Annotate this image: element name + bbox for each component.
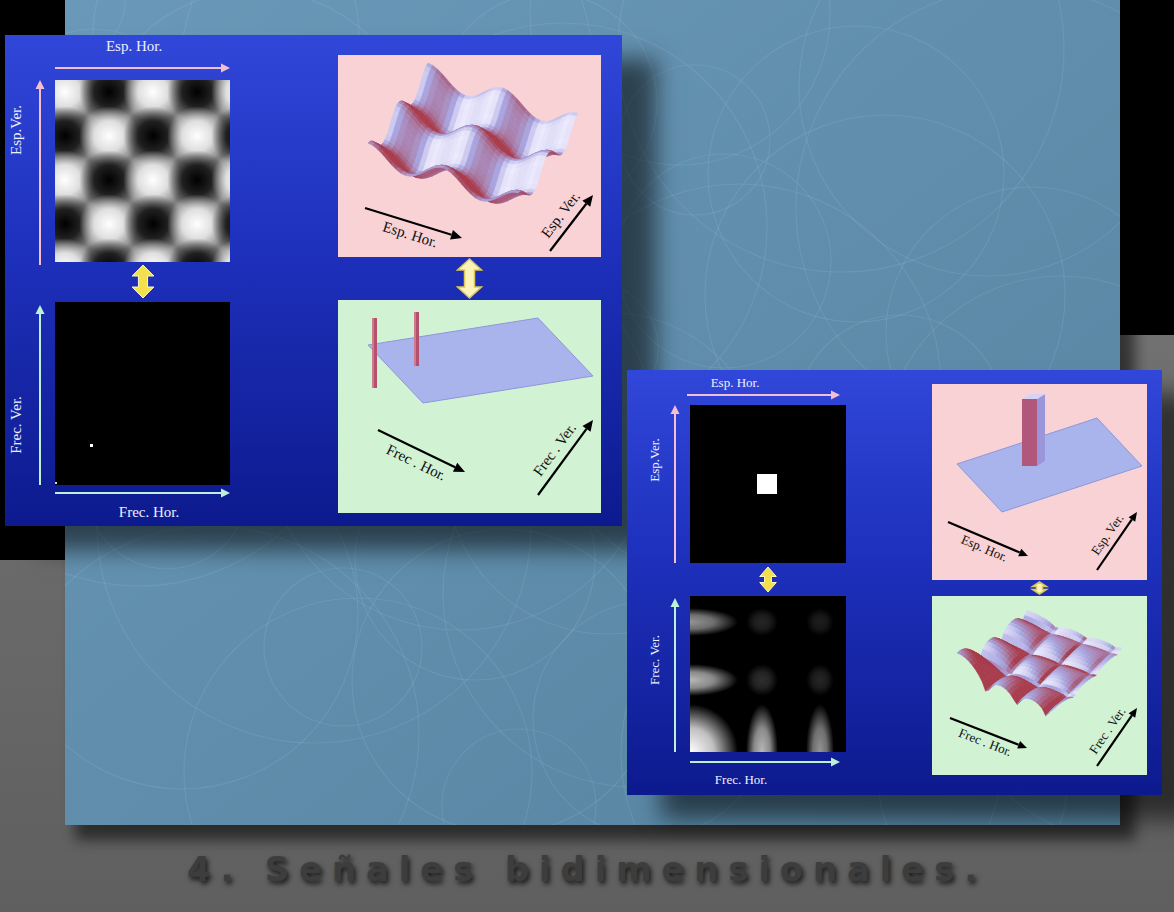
texture-curve xyxy=(184,598,532,825)
spectrum-surface-box: Frec . Hor.Frec . Ver. xyxy=(338,300,601,513)
spatial-image xyxy=(690,405,846,563)
node-illustration xyxy=(932,596,1147,775)
image-ground xyxy=(55,302,230,485)
axis-arrow-head xyxy=(450,230,462,240)
surface-facet xyxy=(538,160,545,167)
surface-facet xyxy=(532,179,539,186)
spectrum-lobe xyxy=(690,664,738,696)
axis-arrow-head xyxy=(1129,512,1137,522)
surface-facet xyxy=(568,120,575,127)
axis-label: Frec. Ver. xyxy=(8,396,25,454)
axis-arrow xyxy=(55,492,221,494)
pulse-side xyxy=(1037,394,1045,466)
impulse-spike xyxy=(414,312,419,366)
axis-label: Esp. Hor. xyxy=(380,219,439,252)
transform-double-arrow xyxy=(132,265,154,298)
axis-label: Esp. Hor. xyxy=(711,376,760,391)
spectrum-lobe xyxy=(746,704,778,752)
spatial-surface-box: Esp. Hor.Esp. Ver. xyxy=(338,55,601,257)
texture-curve xyxy=(65,526,419,825)
axis-arrow-head xyxy=(582,420,593,432)
surface-facet xyxy=(1100,663,1106,666)
node-illustration xyxy=(338,300,601,513)
axis-arrow-head xyxy=(831,758,840,767)
image-ground xyxy=(690,405,846,563)
spectrum-lobe xyxy=(806,704,834,752)
frequency-dot xyxy=(55,482,57,484)
axis-arrow-head xyxy=(221,489,230,498)
transform-panel: Esp. Hor. Esp.Ver. Frec. Ver. Frec. Hor. Esp… xyxy=(5,35,622,526)
axis-label: Esp.Ver. xyxy=(648,438,663,481)
white-square xyxy=(757,474,777,494)
pulse-top xyxy=(1022,394,1045,399)
axis-label: Frec. Hor. xyxy=(119,504,179,521)
surface-plot xyxy=(368,63,578,203)
spectrum-surface-box: Frec . Hor.Frec . Ver. xyxy=(932,596,1147,775)
axis-arrow-head xyxy=(582,195,593,207)
surface-facet xyxy=(1096,668,1102,671)
axis-label: Frec. Hor. xyxy=(715,773,767,788)
axis-label: Frec. Ver. xyxy=(648,635,663,685)
axis-arrow xyxy=(39,314,41,485)
axis-label: Esp. Hor. xyxy=(106,38,162,55)
impulse-spike-light xyxy=(414,312,416,366)
surface-facet xyxy=(534,172,541,179)
surface-facet xyxy=(536,166,543,173)
surface-facet xyxy=(1075,688,1081,691)
axis-arrow-head xyxy=(221,64,230,73)
impulse-spike-light xyxy=(372,318,374,388)
slide-texture xyxy=(65,0,1120,825)
surface-facet xyxy=(1072,691,1078,695)
spectrum-lobe xyxy=(690,608,738,636)
axis-arrow xyxy=(39,89,41,265)
axis-arrow xyxy=(674,414,676,563)
flat-plane xyxy=(368,318,593,403)
spectrum-lobe xyxy=(806,664,834,696)
axis-arrow-head xyxy=(453,463,465,472)
axis-arrow-head xyxy=(36,305,45,314)
texture-curve xyxy=(618,0,1064,272)
spatial-surface-box: Esp. Hor.Esp. Ver. xyxy=(932,384,1147,580)
texture-curve xyxy=(617,154,831,368)
axis-arrow-head xyxy=(671,598,680,607)
spectrum-image xyxy=(690,596,846,752)
axis-label: Esp.Ver. xyxy=(8,105,25,155)
node-illustration xyxy=(932,384,1147,580)
texture-curve xyxy=(799,0,1120,276)
spectrum-image xyxy=(55,302,230,485)
spatial-image xyxy=(55,80,230,262)
spectrum-lobe xyxy=(746,608,778,636)
axis-arrow-head xyxy=(36,80,45,89)
axis-arrow xyxy=(687,394,831,396)
axis-arrow-head xyxy=(831,391,840,400)
surface-facet xyxy=(562,139,569,146)
frequency-dot xyxy=(90,444,93,447)
surface-plot xyxy=(957,610,1122,715)
spectrum-lobe xyxy=(746,664,778,696)
pulse-front xyxy=(1022,399,1037,466)
intensity-blob xyxy=(211,238,230,262)
transform-panel: Esp. Hor. Esp.Ver. Frec. Ver. Frec. Hor. Esp… xyxy=(627,370,1162,795)
impulse-spike xyxy=(372,318,377,388)
spectrum-lobe xyxy=(690,704,738,752)
axis-arrow xyxy=(690,761,831,763)
axis-arrow xyxy=(55,67,221,69)
texture-curve xyxy=(352,529,656,825)
flat-plane xyxy=(957,418,1142,512)
axis-arrow-head xyxy=(671,405,680,414)
surface-facet xyxy=(513,190,520,193)
surface-facet xyxy=(1098,666,1104,669)
surface-facet xyxy=(566,126,573,133)
transform-double-arrow xyxy=(760,567,777,592)
surface-facet xyxy=(564,132,571,139)
texture-curve xyxy=(796,0,1120,429)
axis-arrow-head xyxy=(1018,549,1028,556)
spectrum-lobe xyxy=(806,608,834,636)
axis-arrow xyxy=(674,607,676,752)
